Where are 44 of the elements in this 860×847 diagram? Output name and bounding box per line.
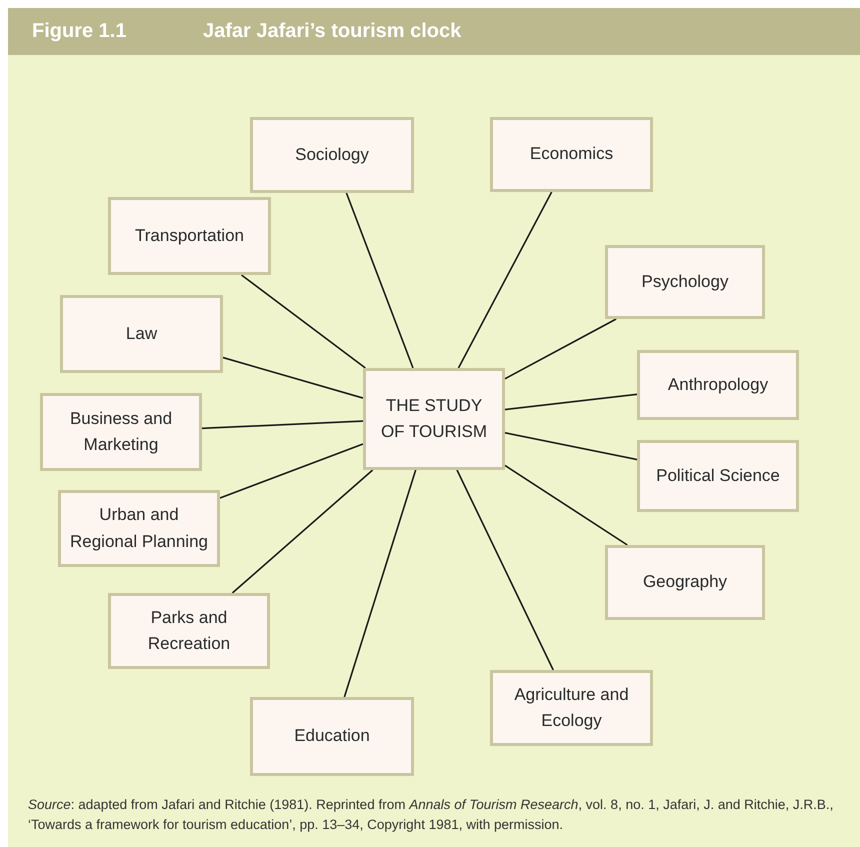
connector-line — [456, 470, 554, 670]
discipline-box — [250, 697, 414, 776]
connector-line — [344, 470, 416, 698]
box-label: Law — [126, 322, 158, 345]
box-label: Geography — [642, 571, 728, 594]
figure-title: Jafar Jafari’s tourism clock — [203, 20, 462, 43]
box-label: Agriculture and Ecology — [513, 684, 630, 732]
connector-line — [222, 356, 364, 399]
box-label: Sociology — [295, 144, 369, 166]
connector-line — [232, 469, 374, 594]
box-label: Anthropology — [668, 374, 768, 396]
connector-line — [504, 318, 617, 380]
connector-line — [504, 432, 638, 460]
discipline-box — [108, 593, 270, 669]
discipline-box — [490, 670, 653, 746]
discipline-box — [637, 440, 799, 512]
discipline-box — [58, 490, 220, 567]
box-label: Transportation — [135, 224, 244, 247]
connector-line — [458, 192, 552, 368]
discipline-box — [108, 197, 271, 275]
discipline-box — [250, 117, 414, 193]
discipline-box — [637, 350, 799, 420]
box-label: Urban and Regional Planning — [69, 504, 209, 552]
box-label: Parks and Recreation — [146, 606, 232, 655]
connector-line — [220, 443, 364, 499]
connector-line — [504, 464, 628, 546]
central-topic-box — [363, 368, 505, 470]
box-label: Education — [294, 725, 370, 748]
box-label: THE STUDY OF TOURISM — [380, 394, 488, 443]
discipline-box — [605, 245, 765, 319]
discipline-box — [490, 117, 653, 192]
figure-number: Figure 1.1 — [32, 20, 128, 43]
discipline-box — [60, 295, 223, 373]
box-label: Economics — [530, 143, 614, 166]
connector-line — [504, 394, 638, 410]
box-label: Business and Marketing — [68, 408, 174, 456]
discipline-box — [40, 393, 202, 471]
connector-line — [346, 192, 414, 368]
connector-line — [240, 274, 366, 369]
discipline-box — [605, 545, 765, 620]
box-label: Psychology — [642, 270, 728, 293]
box-label: Political Science — [656, 464, 780, 487]
connector-line — [202, 420, 364, 430]
source-caption: Source: adapted from Jafari and Ritchie (1981). Reprinted from Annals of Tourism Research, vol. 8, no. 1, Jafari, J. and Ritchie, J.R.B., ‘Towards a framework for tourism education’, pp. 13–34, Copyright 1981, with permission. — [28, 796, 834, 834]
